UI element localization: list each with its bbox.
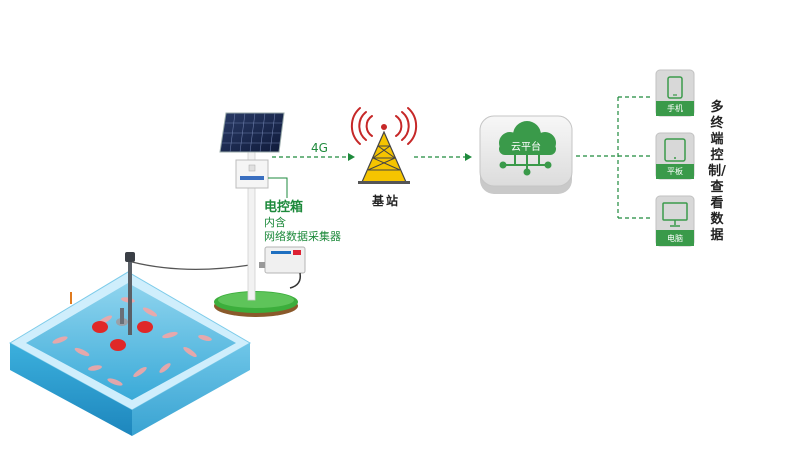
computer-label: 电脑 bbox=[667, 234, 683, 243]
control-box-title: 电控箱 bbox=[264, 200, 304, 215]
station-cloud-link bbox=[414, 153, 472, 161]
tablet-icon bbox=[664, 138, 686, 162]
base-station-label: 基站 bbox=[372, 194, 401, 208]
cloud-label: 云平台 bbox=[511, 140, 541, 153]
4g-label: 4G bbox=[311, 141, 328, 155]
aerator bbox=[92, 308, 153, 351]
data-collector bbox=[259, 246, 306, 289]
phone-icon bbox=[667, 76, 683, 99]
control-box-line2: 网络数据采集器 bbox=[264, 230, 341, 243]
control-box bbox=[235, 159, 269, 189]
device-branch bbox=[576, 96, 650, 219]
monitoring-station bbox=[214, 112, 306, 317]
device-computer bbox=[655, 195, 695, 247]
tablet-label: 平板 bbox=[667, 167, 683, 176]
device-tablet bbox=[655, 132, 695, 180]
cloud-platform bbox=[479, 115, 573, 194]
control-box-line1: 内含 bbox=[264, 216, 286, 229]
base-station-tower bbox=[350, 107, 418, 184]
sensor-probe bbox=[128, 255, 132, 335]
4g-link bbox=[272, 153, 355, 161]
multi-terminal-text: 多终端控制/查看数据 bbox=[708, 100, 726, 243]
fish-pond bbox=[8, 252, 252, 436]
device-phone bbox=[655, 69, 695, 117]
phone-label: 手机 bbox=[667, 104, 683, 113]
monitor-icon bbox=[662, 202, 688, 227]
solar-panel bbox=[219, 112, 285, 153]
